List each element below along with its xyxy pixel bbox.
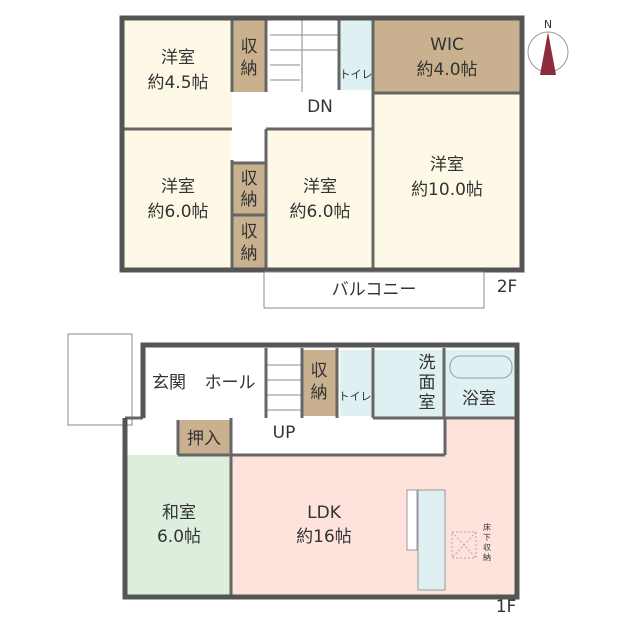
compass-label: N <box>544 18 552 31</box>
storage-2f-1 <box>232 20 266 92</box>
toilet-2f <box>340 20 373 90</box>
underfloor-label: 納 <box>483 552 491 562</box>
porch <box>67 333 133 426</box>
stairs-1f <box>267 364 302 411</box>
storage-label: 収 <box>241 37 258 57</box>
underfloor-label: 下 <box>483 533 491 542</box>
room-name: 玄関 <box>152 373 186 393</box>
storage-label: 納 <box>241 59 258 79</box>
room-washitsu <box>127 455 231 595</box>
exterior-wall-2f <box>119 15 525 273</box>
room-name: 洋室 <box>161 177 195 197</box>
room-area: 6.0帖 <box>157 527 201 547</box>
room-name: 浴室 <box>462 389 496 409</box>
room-western-4.5 <box>124 20 232 128</box>
underfloor-storage <box>451 531 477 559</box>
storage-label: 納 <box>241 190 258 210</box>
compass: N <box>527 18 569 75</box>
room-name: 和室 <box>162 503 196 523</box>
storage-label: 収 <box>311 361 328 381</box>
storage-2f-3 <box>232 216 266 268</box>
room-western-10 <box>374 94 520 268</box>
room-area: 約16帖 <box>296 527 352 547</box>
kitchen-partition <box>406 489 418 551</box>
washroom <box>374 350 444 418</box>
room-area: 約6.0帖 <box>147 202 208 222</box>
floor-2: 洋室 約4.5帖 収 納 トイレ WIC 約4.0帖 DN 洋室 約6.0帖 収… <box>119 15 525 309</box>
room-area: 約6.0帖 <box>289 202 350 222</box>
storage-label: 納 <box>311 383 328 403</box>
stairs-down-label: DN <box>307 97 333 117</box>
toilet-label: トイレ <box>339 390 372 403</box>
storage-label: 収 <box>241 222 258 242</box>
washroom-label: 面 <box>419 373 436 393</box>
exterior-wall-1f <box>122 342 520 600</box>
floor-1: 玄関 ホール 収 納 トイレ 洗 面 室 浴室 UP 押入 和室 6.0帖 LD… <box>67 333 520 617</box>
washroom-label: 洗 <box>419 353 436 373</box>
underfloor-label: 収 <box>483 542 491 552</box>
balcony <box>263 271 485 309</box>
room-name: 洋室 <box>161 48 195 68</box>
stairs-up-label: UP <box>273 423 296 443</box>
closet-label: 押入 <box>187 429 221 449</box>
storage-2f-2 <box>232 164 266 214</box>
room-area: 約10.0帖 <box>411 180 483 200</box>
stairs-2f <box>270 20 338 92</box>
room-western-6-mid <box>267 130 373 268</box>
underfloor-label: 床 <box>483 522 491 532</box>
wic <box>374 20 520 92</box>
kitchen-counter <box>417 489 446 591</box>
room-ldk <box>232 420 515 595</box>
room-area: 約4.5帖 <box>147 73 208 93</box>
interior-walls-2f <box>124 20 520 268</box>
toilet-1f <box>340 350 372 416</box>
room-western-6-left <box>124 130 231 268</box>
balcony-label: バルコニー <box>332 280 417 300</box>
washroom-label: 室 <box>419 393 436 413</box>
north-arrow-icon <box>540 32 556 75</box>
bathtub <box>449 355 513 379</box>
room-area: 約4.0帖 <box>416 60 477 80</box>
floor-label-1f: 1F <box>496 597 517 617</box>
closet-oshiire <box>178 420 230 455</box>
toilet-label: トイレ <box>340 68 373 81</box>
storage-label: 納 <box>241 244 258 264</box>
storage-label: 収 <box>241 169 258 189</box>
room-name: 洋室 <box>303 177 337 197</box>
room-name: 洋室 <box>430 155 464 175</box>
floor-label-2f: 2F <box>497 277 518 297</box>
storage-1f <box>303 350 336 416</box>
room-name: ホール <box>205 373 256 393</box>
room-name: LDK <box>307 503 342 523</box>
room-name: WIC <box>430 35 464 55</box>
bathroom <box>445 350 515 418</box>
